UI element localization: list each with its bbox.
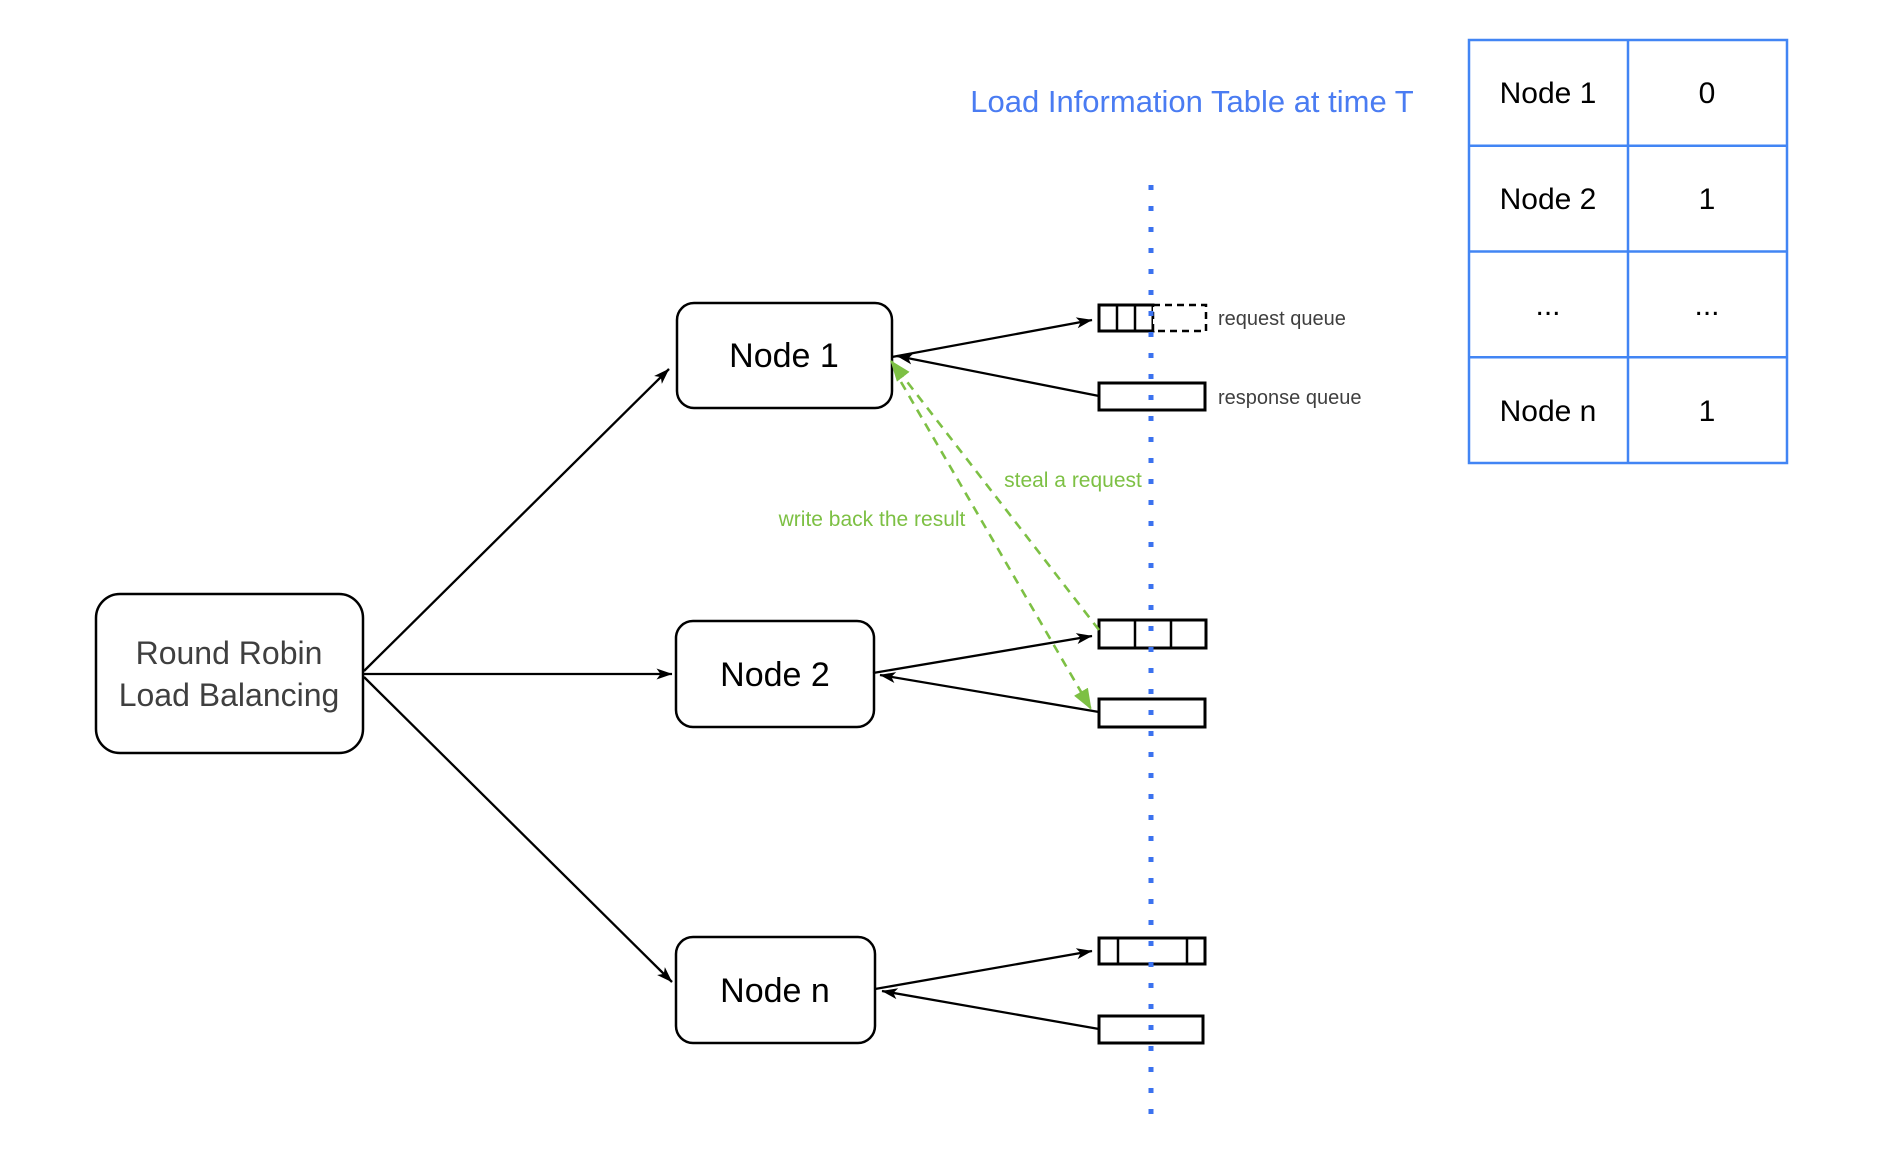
table-cell-load: 1 <box>1699 395 1716 428</box>
table-cell-node: ... <box>1535 289 1560 322</box>
table-row: ... ... <box>1535 289 1719 322</box>
arrow-lb-to-noden <box>363 676 673 983</box>
request-queue-label: request queue <box>1218 308 1346 330</box>
response-queue-label: response queue <box>1218 387 1361 409</box>
arrow-response-queue-to-node1 <box>896 353 1100 398</box>
arrow-noden-to-request-queue <box>874 948 1093 991</box>
node2-request-queue <box>1097 618 1208 650</box>
node1-request-queue <box>1097 303 1208 333</box>
table-cell-load: 1 <box>1699 183 1716 216</box>
write-back-result-label: write back the result <box>778 508 966 531</box>
arrow-node1-to-request-queue <box>891 317 1093 359</box>
noden-request-queue <box>1097 936 1207 966</box>
node1-box: Node 1 <box>675 301 894 410</box>
table-cell-load: ... <box>1694 289 1719 322</box>
arrow-write-back-result <box>899 381 1093 710</box>
table-cell-load: 0 <box>1699 77 1716 110</box>
table-row: Node 1 0 <box>1500 77 1716 110</box>
diagram-title: Load Information Table at time T <box>970 84 1414 119</box>
noden-box: Node n <box>674 935 877 1045</box>
request-queue-dashed-extension <box>1151 303 1208 333</box>
node1-label: Node 1 <box>729 337 839 375</box>
arrow-lb-to-node1 <box>363 368 670 672</box>
steal-request-label: steal a request <box>1004 469 1142 492</box>
node2-box: Node 2 <box>674 619 876 729</box>
node2-label: Node 2 <box>720 656 830 694</box>
table-row: Node n 1 <box>1500 395 1716 428</box>
table-cell-node: Node n <box>1500 395 1597 428</box>
arrow-response-queue-to-noden <box>881 988 1100 1031</box>
arrow-response-queue-to-node2 <box>879 672 1100 714</box>
load-balancer-label-line2: Load Balancing <box>119 677 340 713</box>
load-information-table: Node 1 0 Node 2 1 ... ... Node n 1 <box>1467 38 1789 465</box>
load-balancer-box: Round Robin Load Balancing <box>94 592 365 755</box>
arrow-steal-request <box>889 360 1101 631</box>
table-cell-node: Node 2 <box>1500 183 1597 216</box>
table-cell-node: Node 1 <box>1500 77 1597 110</box>
noden-label: Node n <box>720 972 830 1010</box>
load-balancer-label-line1: Round Robin <box>136 635 323 671</box>
table-row: Node 2 1 <box>1500 183 1716 216</box>
arrow-node2-to-request-queue <box>872 633 1093 675</box>
